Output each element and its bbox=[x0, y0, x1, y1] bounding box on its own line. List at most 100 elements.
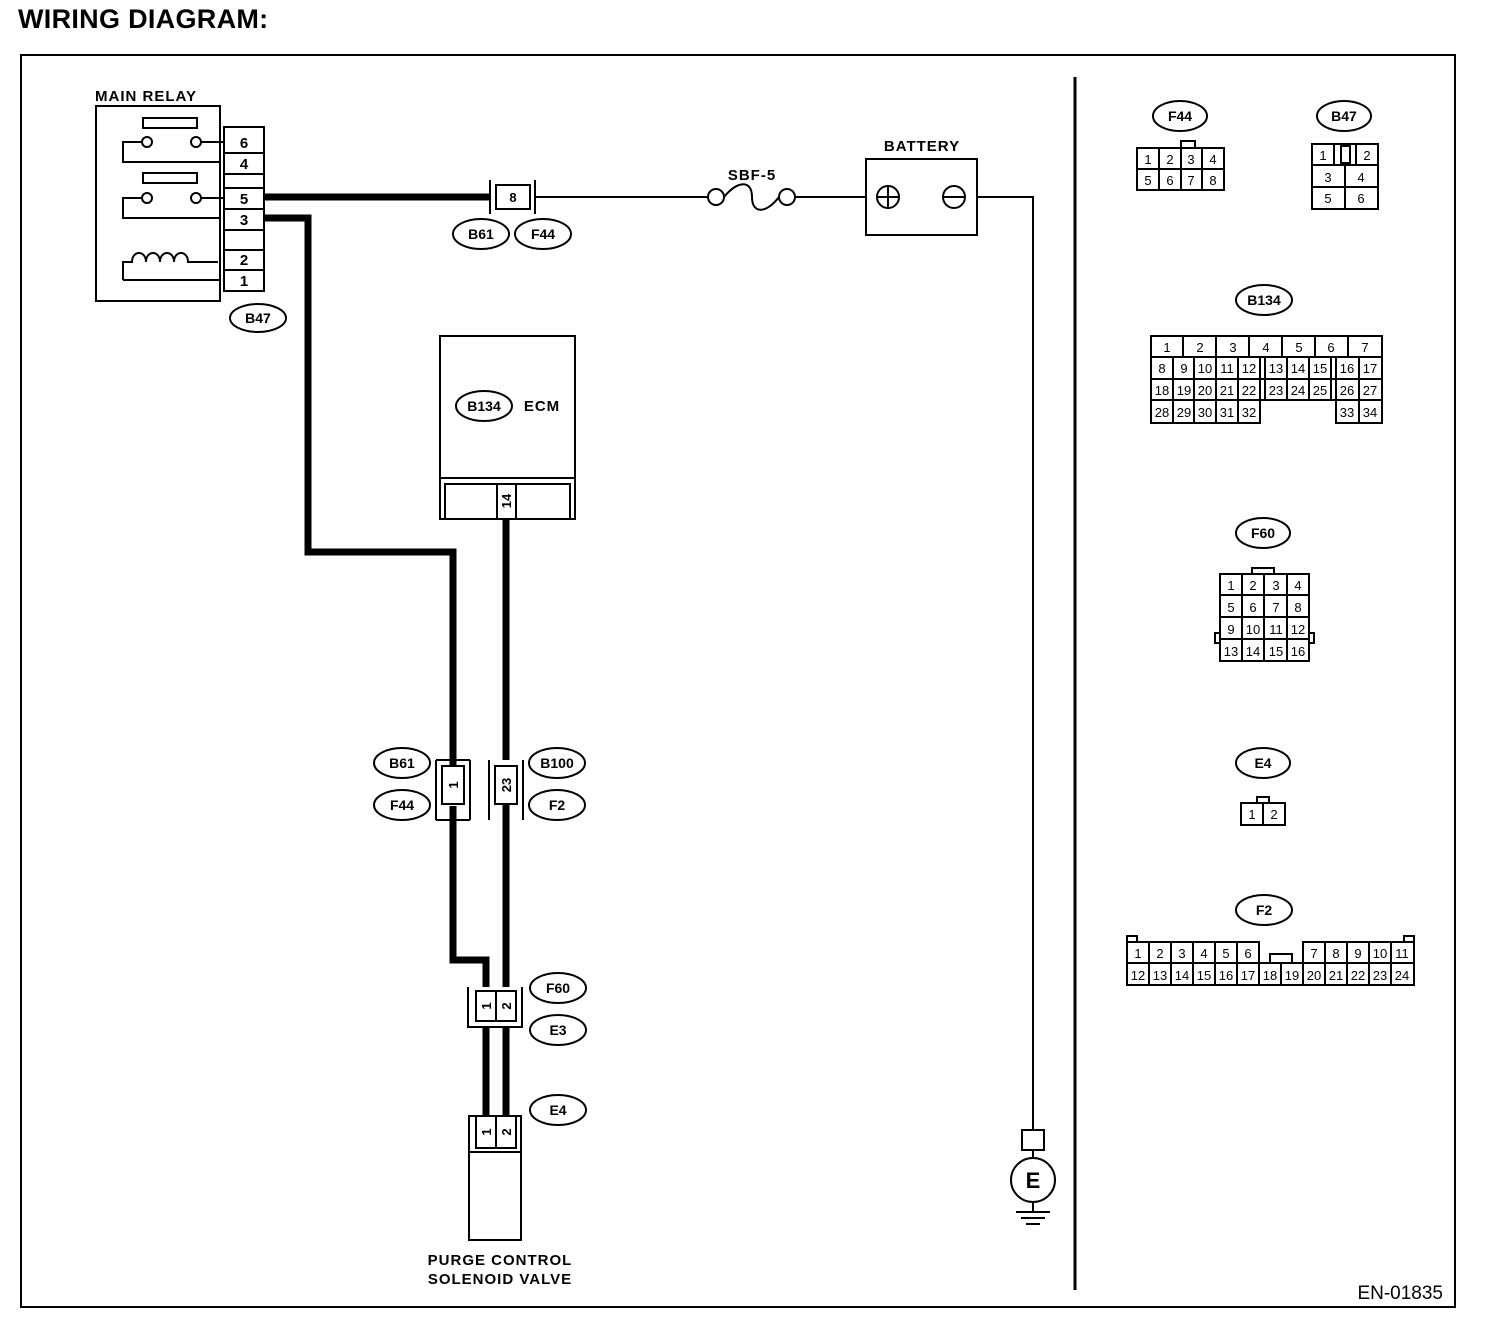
ecm-connector-id: B134 bbox=[467, 398, 501, 414]
b134-pin: 3 bbox=[1229, 340, 1236, 355]
connector-b134-id: B134 bbox=[1247, 292, 1281, 308]
valve-pin-1: 1 bbox=[479, 1128, 494, 1135]
connector-view-f44: F44 1 2 3 4 5 6 7 8 bbox=[1136, 100, 1225, 191]
f2-pin: 23 bbox=[1373, 968, 1387, 983]
f2-pin: 19 bbox=[1285, 968, 1299, 983]
connector-e4-id: E4 bbox=[1254, 755, 1271, 771]
f60-pin: 6 bbox=[1249, 600, 1256, 615]
b134-pin: 2 bbox=[1196, 340, 1203, 355]
b47-pin: 1 bbox=[1319, 148, 1326, 163]
connector-f2-id: F2 bbox=[1256, 902, 1273, 918]
figure-id: EN-01835 bbox=[1357, 1283, 1443, 1304]
b134-pin: 18 bbox=[1155, 383, 1169, 398]
relay-pin-4: 4 bbox=[240, 156, 249, 173]
relay-pin-5: 5 bbox=[240, 191, 248, 208]
b134-pin: 13 bbox=[1269, 361, 1283, 376]
junction-f60-pin-2: 2 bbox=[499, 1002, 514, 1009]
b134-pin: 24 bbox=[1291, 383, 1305, 398]
b134-pin: 8 bbox=[1158, 361, 1165, 376]
f60-pin: 8 bbox=[1294, 600, 1301, 615]
f2-pin: 7 bbox=[1310, 946, 1317, 961]
b134-pin: 16 bbox=[1340, 361, 1354, 376]
f60-pin: 7 bbox=[1272, 600, 1279, 615]
relay-connector-id: B47 bbox=[245, 310, 271, 326]
f60-pin: 1 bbox=[1227, 578, 1234, 593]
main-relay: MAIN RELAY 6 4 5 3 2 1 B47 bbox=[95, 88, 287, 333]
wires bbox=[264, 193, 1034, 1130]
junction-b61-f44-mid: 1 B61 F44 bbox=[373, 747, 471, 821]
f44-pin: 8 bbox=[1209, 173, 1216, 188]
b134-pin: 14 bbox=[1291, 361, 1305, 376]
f60-pin: 14 bbox=[1246, 644, 1260, 659]
e4-pin: 1 bbox=[1248, 807, 1255, 822]
b47-pin: 2 bbox=[1363, 148, 1370, 163]
ground-symbol: E bbox=[1010, 1129, 1056, 1225]
f44-pin: 3 bbox=[1187, 152, 1194, 167]
b134-pin: 19 bbox=[1177, 383, 1191, 398]
relay-pin-3: 3 bbox=[240, 212, 248, 229]
b134-pin: 27 bbox=[1363, 383, 1377, 398]
f2-pin: 6 bbox=[1244, 946, 1251, 961]
f2-pin: 22 bbox=[1351, 968, 1365, 983]
f2-pin: 10 bbox=[1373, 946, 1387, 961]
junction-f60-label: F60 bbox=[546, 980, 570, 996]
ecm-pin-14: 14 bbox=[499, 493, 514, 508]
junction-b100-pin: 23 bbox=[499, 778, 514, 792]
b134-pin: 29 bbox=[1177, 405, 1191, 420]
b134-pin: 15 bbox=[1313, 361, 1327, 376]
ecm: 14 B134 ECM bbox=[439, 335, 576, 520]
b134-pin: 10 bbox=[1198, 361, 1212, 376]
f2-pin: 14 bbox=[1175, 968, 1189, 983]
b134-pin: 6 bbox=[1327, 340, 1334, 355]
connector-b47-id: B47 bbox=[1331, 108, 1357, 124]
page-title: WIRING DIAGRAM: bbox=[18, 4, 269, 34]
valve-pin-2: 2 bbox=[499, 1128, 514, 1135]
b134-pin: 28 bbox=[1155, 405, 1169, 420]
f2-pin: 20 bbox=[1307, 968, 1321, 983]
b134-pin: 25 bbox=[1313, 383, 1327, 398]
f2-pin: 3 bbox=[1178, 946, 1185, 961]
b134-pin: 34 bbox=[1363, 405, 1377, 420]
diagram-frame bbox=[20, 54, 1456, 1308]
purge-control-solenoid-valve: E4 1 2 PURGE CONTROL SOLENOID VALVE bbox=[428, 1094, 587, 1288]
b134-pin: 12 bbox=[1242, 361, 1256, 376]
junction-e3-label: E3 bbox=[549, 1022, 566, 1038]
b47-pin: 5 bbox=[1324, 191, 1331, 206]
f44-pin: 1 bbox=[1144, 152, 1151, 167]
f2-pin: 4 bbox=[1200, 946, 1207, 961]
f2-pin: 21 bbox=[1329, 968, 1343, 983]
fuse-label: SBF-5 bbox=[728, 167, 776, 184]
b134-pin: 22 bbox=[1242, 383, 1256, 398]
b47-pin: 3 bbox=[1324, 170, 1331, 185]
valve-label-line2: SOLENOID VALVE bbox=[428, 1271, 572, 1288]
f60-pin: 3 bbox=[1272, 578, 1279, 593]
f2-pin: 17 bbox=[1241, 968, 1255, 983]
junction-f60-pin-1: 1 bbox=[479, 1002, 494, 1009]
f2-pin: 9 bbox=[1354, 946, 1361, 961]
fuse-sbf5: SBF-5 bbox=[707, 167, 796, 211]
b47-pin: 6 bbox=[1357, 191, 1364, 206]
f2-pin: 18 bbox=[1263, 968, 1277, 983]
b134-pin: 11 bbox=[1220, 361, 1234, 376]
b134-pin: 9 bbox=[1180, 361, 1187, 376]
junction-b61-f44-top: 8 B61 F44 bbox=[452, 180, 572, 250]
connector-view-f2: F2 1 2 3 4 5 6 7 8 9 bbox=[1126, 894, 1415, 986]
f2-pin: 12 bbox=[1131, 968, 1145, 983]
f44-pin: 2 bbox=[1166, 152, 1173, 167]
connector-view-b134: B134 1 2 bbox=[1150, 284, 1383, 424]
junction-top-label-f44: F44 bbox=[531, 226, 555, 242]
f60-pin: 4 bbox=[1294, 578, 1301, 593]
junction-mid-label-b61: B61 bbox=[389, 755, 415, 771]
b134-pin: 33 bbox=[1340, 405, 1354, 420]
f2-pin: 1 bbox=[1134, 946, 1141, 961]
b134-pin: 23 bbox=[1269, 383, 1283, 398]
junction-mid-label-f44: F44 bbox=[390, 797, 414, 813]
junction-top-label-b61: B61 bbox=[468, 226, 494, 242]
f2-pin: 8 bbox=[1332, 946, 1339, 961]
b134-pin: 7 bbox=[1361, 340, 1368, 355]
relay-pin-1: 1 bbox=[240, 273, 248, 290]
f2-pin: 24 bbox=[1395, 968, 1409, 983]
f60-pin: 9 bbox=[1227, 622, 1234, 637]
b47-pin: 4 bbox=[1357, 170, 1364, 185]
